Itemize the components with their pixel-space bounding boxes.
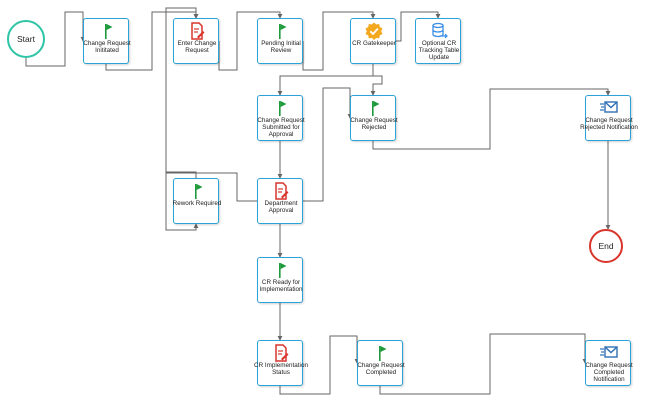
connector-11 [165, 7, 199, 178]
form-icon [271, 182, 291, 200]
node-label: Change Request Rejected Notification [580, 117, 638, 132]
form-icon [187, 22, 207, 40]
node-enter-change-request[interactable]: Enter Change Request [173, 18, 219, 64]
connector-4 [396, 11, 441, 42]
node-change-request-completed-notification[interactable]: Change Request Completed Notification [585, 340, 633, 386]
connector-15 [379, 333, 588, 395]
connector-2 [218, 11, 283, 71]
node-change-request-submitted-for-approval[interactable]: Change Request Submitted for Approval [257, 95, 305, 141]
node-cr-gatekeeper[interactable]: CR Gatekeeper [350, 18, 396, 64]
node-label: Change Request Rejected [350, 117, 398, 132]
flag-icon [187, 182, 207, 200]
node-cr-implementation-status[interactable]: CR Implementation Status [254, 340, 308, 386]
start-event[interactable]: Start [7, 20, 45, 58]
flag-icon [271, 99, 291, 117]
node-change-request-rejected-notification[interactable]: Change Request Rejected Notification [580, 95, 638, 141]
form-icon [271, 344, 291, 362]
node-label: Change Request Inititated [83, 40, 131, 55]
end-label: End [598, 241, 614, 251]
node-label: Rework Required [172, 200, 222, 207]
node-label: Enter Change Request [177, 40, 217, 55]
flag-icon [271, 261, 291, 279]
end-event[interactable]: End [589, 229, 623, 263]
node-label: CR Ready for Implementation [259, 279, 303, 294]
flag-icon [97, 22, 117, 40]
start-label: Start [17, 34, 35, 44]
connector-5 [277, 64, 374, 96]
node-label: Change Request Completed Notification [585, 362, 633, 384]
node-rework-required[interactable]: Rework Required [173, 178, 221, 224]
connector-9 [303, 87, 353, 202]
email-icon [599, 99, 619, 117]
node-pending-initial-review[interactable]: Pending Initial Review [257, 18, 303, 64]
node-change-request-initiated[interactable]: Change Request Inititated [83, 18, 131, 64]
node-department-approval[interactable]: Department Approval [257, 178, 303, 224]
gatekeeper-icon [364, 22, 384, 40]
node-change-request-rejected[interactable]: Change Request Rejected [350, 95, 398, 141]
node-label: Optional CR Tracking Table Update [418, 40, 460, 62]
node-label: Change Request Submitted for Approval [257, 117, 305, 139]
connector-8 [165, 172, 257, 231]
connector-10 [372, 88, 611, 150]
node-optional-cr-tracking-table-update[interactable]: Optional CR Tracking Table Update [415, 18, 461, 64]
database-icon [429, 22, 449, 40]
connector-0 [25, 11, 86, 67]
node-label: Pending Initial Review [261, 40, 301, 55]
connector-6 [370, 64, 383, 96]
node-change-request-completed[interactable]: Change Request Completed [357, 340, 405, 386]
node-label: Department Approval [264, 200, 298, 215]
flag-icon [271, 22, 291, 40]
flag-icon [364, 99, 384, 117]
connector-3 [302, 11, 376, 71]
node-label: Change Request Completed [357, 362, 405, 377]
node-cr-ready-for-implementation[interactable]: CR Ready for Implementation [257, 257, 303, 303]
email-icon [599, 344, 619, 362]
node-label: CR Implementation Status [254, 362, 308, 377]
flag-icon [371, 344, 391, 362]
node-label: CR Gatekeeper [352, 40, 396, 47]
